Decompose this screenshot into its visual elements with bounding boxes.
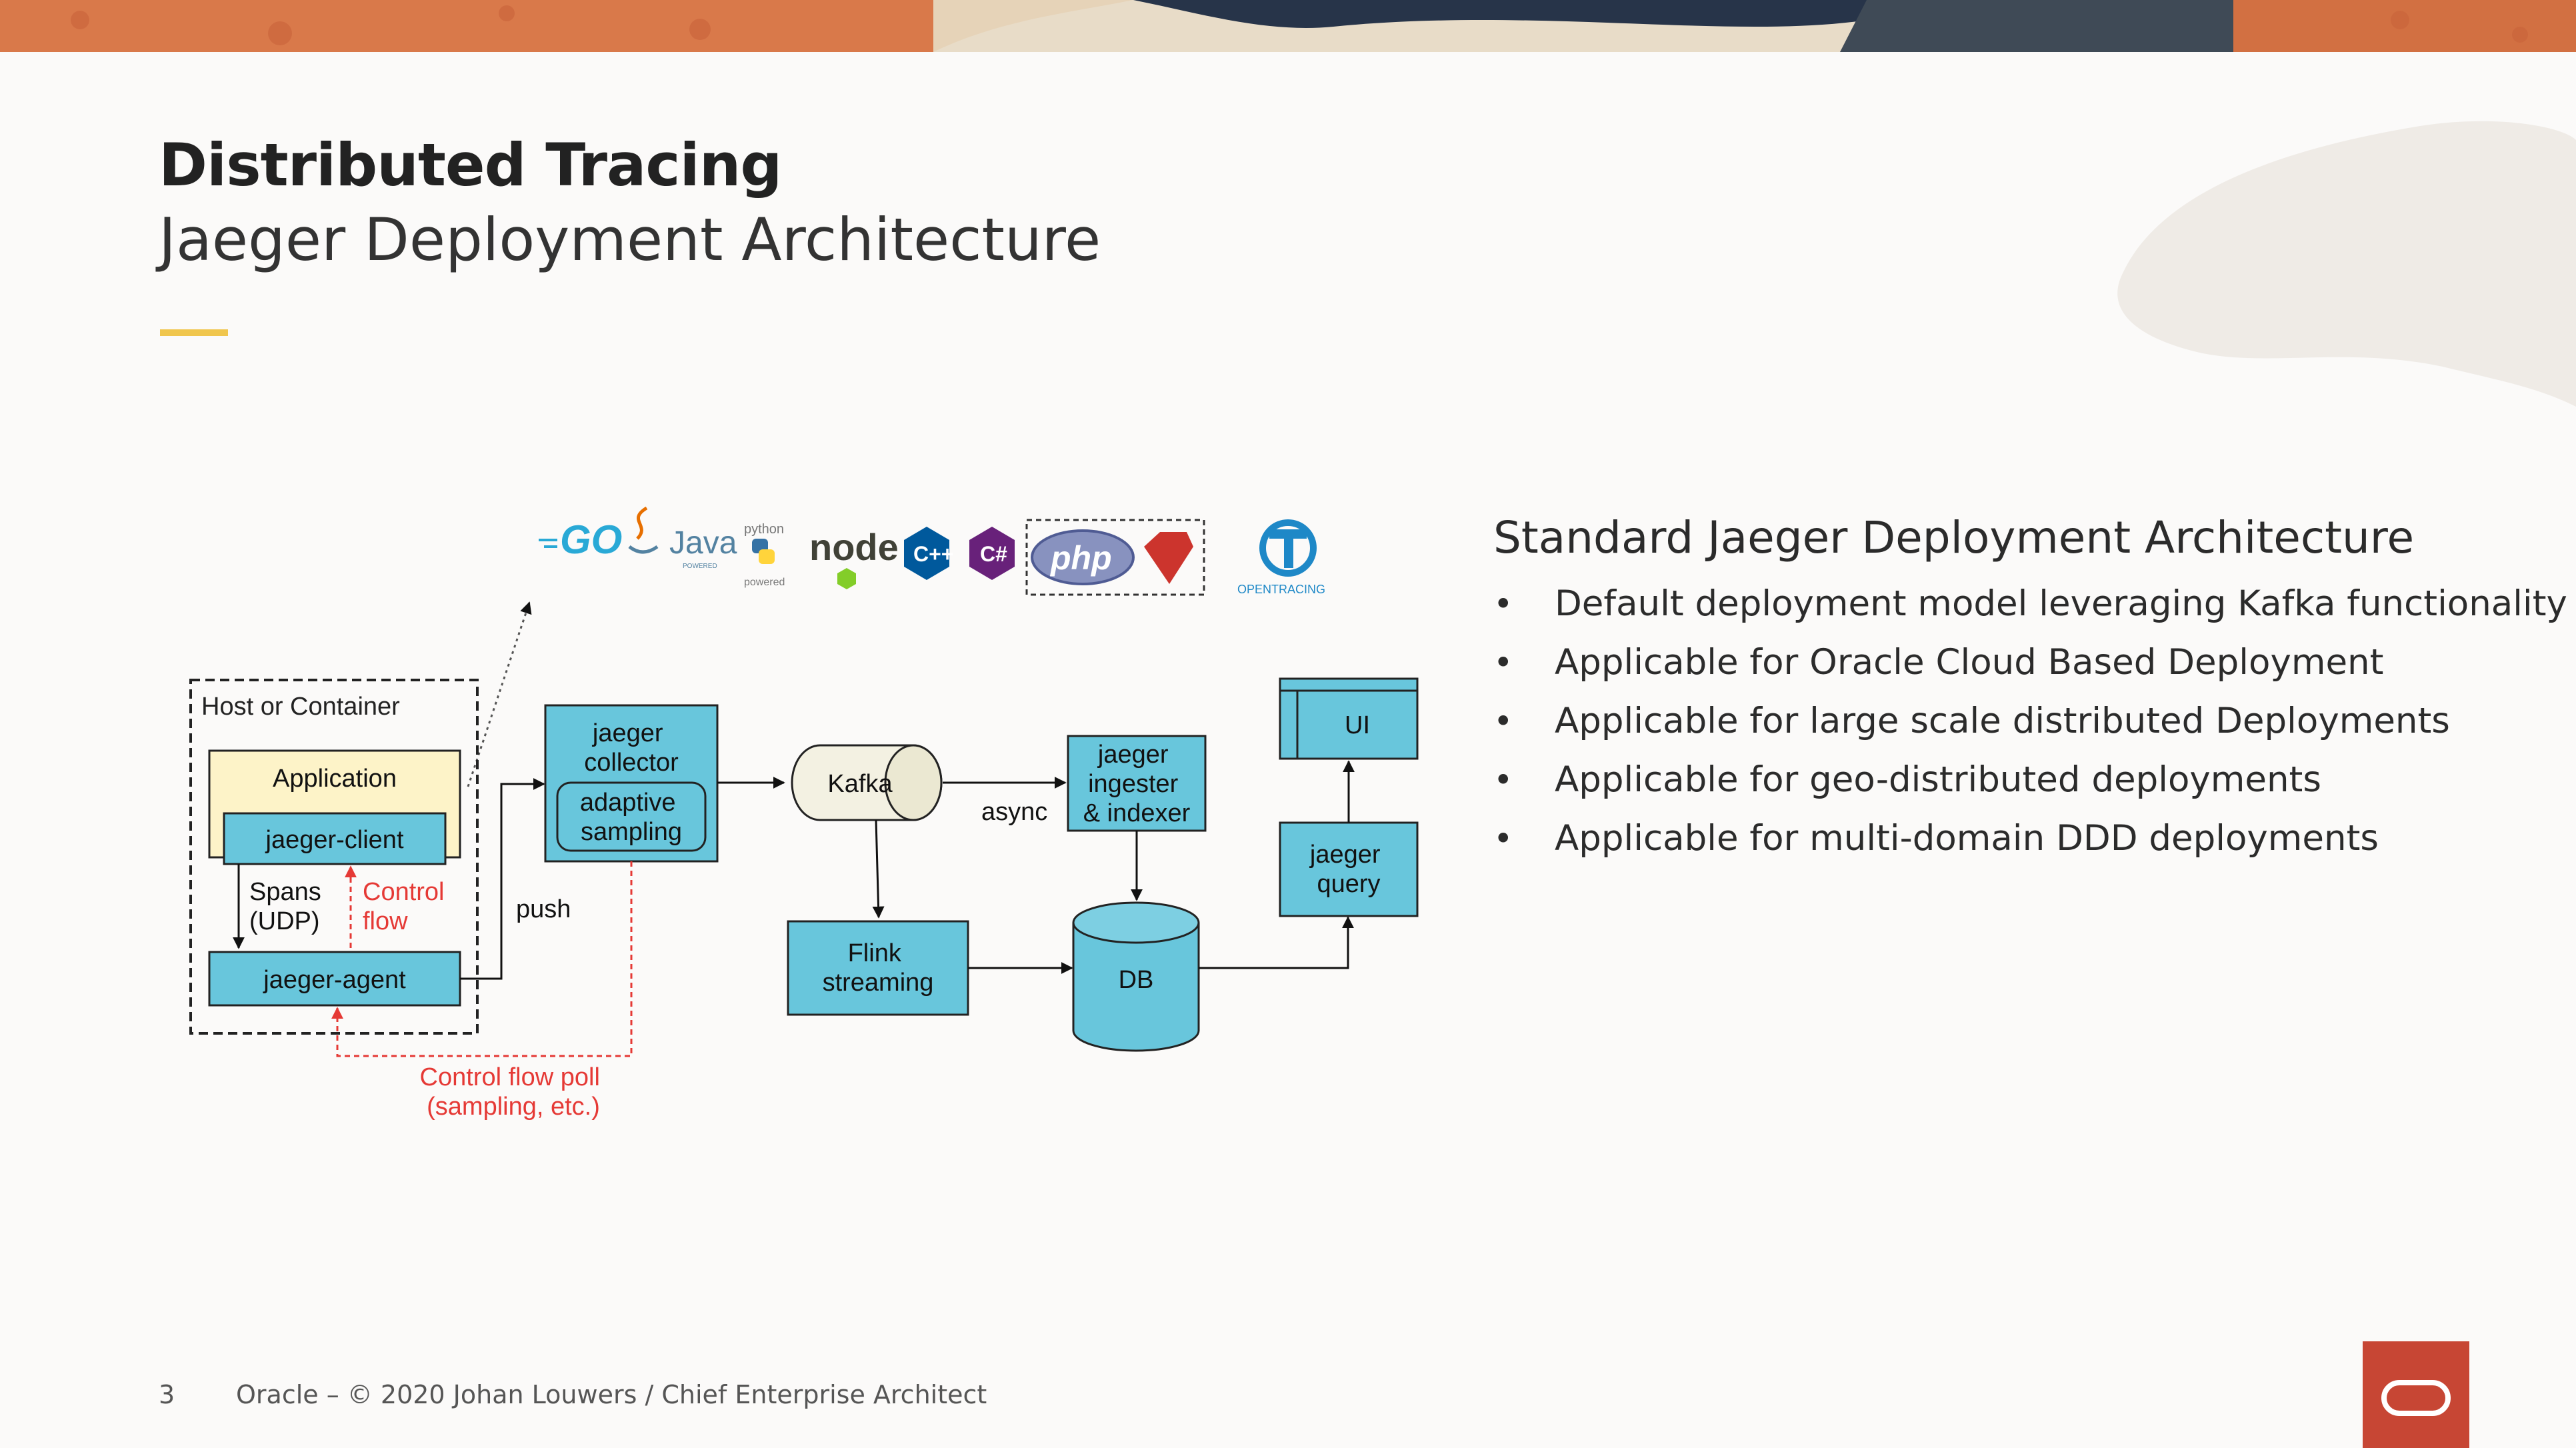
header-banner xyxy=(0,0,2576,52)
jaeger-collector-label: jaeger collector xyxy=(584,719,679,777)
language-logos: GO Java POWERED python powered node C++ … xyxy=(539,507,1325,596)
adaptive-sampling-box xyxy=(556,781,707,852)
highlighted-languages-box xyxy=(1025,519,1205,596)
db-storage xyxy=(1072,901,1200,1052)
panel-bullet-list: Default deployment model leveraging Kafk… xyxy=(1493,575,2567,868)
jaeger-architecture-diagram: GO Java POWERED python powered node C++ … xyxy=(189,507,1419,1121)
svg-text:OPENTRACING: OPENTRACING xyxy=(1237,583,1325,596)
python-logo-icon: python powered xyxy=(744,522,785,588)
list-item: Applicable for Oracle Cloud Based Deploy… xyxy=(1493,633,2567,692)
svg-text:C++: C++ xyxy=(913,542,953,566)
panel-heading: Standard Jaeger Deployment Architecture xyxy=(1493,512,2415,563)
kafka-label: Kafka xyxy=(827,770,893,798)
slide-subtitle: Jaeger Deployment Architecture xyxy=(159,205,1101,274)
list-item: Applicable for geo-distributed deploymen… xyxy=(1493,751,2567,809)
oracle-logo-ring xyxy=(2381,1380,2451,1416)
kafka-queue xyxy=(791,744,943,821)
jaeger-agent-box xyxy=(208,951,461,1007)
control-flow-poll-arrow xyxy=(331,861,633,1057)
list-item: Default deployment model leveraging Kafk… xyxy=(1493,575,2567,633)
csharp-logo-icon: C# xyxy=(969,527,1015,580)
jaeger-client-label: jaeger-client xyxy=(265,826,404,854)
opentracing-logo-icon: OPENTRACING xyxy=(1237,519,1325,596)
svg-text:powered: powered xyxy=(744,577,785,588)
oracle-logo-icon xyxy=(2363,1341,2469,1448)
application-label: Application xyxy=(273,765,397,793)
title-accent-bar xyxy=(160,329,228,336)
jaeger-agent-label: jaeger-agent xyxy=(263,966,406,994)
control-flow-poll-label: Control flow poll (sampling, etc.) xyxy=(420,1063,607,1121)
host-container xyxy=(189,679,479,1035)
host-container-label: Host or Container xyxy=(201,693,400,721)
spans-label: Spans (UDP) xyxy=(249,878,328,935)
flink-streaming-label: Flink streaming xyxy=(823,939,934,997)
background-swirl xyxy=(2117,121,2576,407)
footer-text: Oracle – © 2020 Johan Louwers / Chief En… xyxy=(236,1380,987,1409)
ruby-logo-icon xyxy=(1144,532,1193,584)
kafka-to-flink-arrow xyxy=(872,819,885,919)
adaptive-sampling-label: adaptive sampling xyxy=(580,789,683,846)
push-label: push xyxy=(516,895,571,923)
jaeger-query-box xyxy=(1279,821,1419,917)
go-logo-icon: GO xyxy=(560,517,622,562)
async-label: async xyxy=(981,798,1047,826)
db-label: DB xyxy=(1119,966,1154,994)
cpp-logo-icon: C++ xyxy=(904,527,953,580)
svg-text:php: php xyxy=(1049,539,1112,577)
ui-box xyxy=(1279,677,1419,760)
page-number: 3 xyxy=(159,1380,175,1409)
svg-text:Java: Java xyxy=(669,525,737,561)
flink-streaming-box xyxy=(787,920,969,1016)
push-arrow xyxy=(460,778,545,980)
svg-text:node: node xyxy=(809,526,899,568)
list-item: Applicable for multi-domain DDD deployme… xyxy=(1493,809,2567,868)
db-to-query-arrow xyxy=(1199,916,1354,969)
control-flow-label: Control flow xyxy=(363,878,451,935)
jaeger-ingester-label: jaeger ingester & indexer xyxy=(1083,741,1191,827)
slide-title: Distributed Tracing xyxy=(159,131,782,199)
go-speed-lines xyxy=(539,539,557,548)
jaeger-query-label: jaeger query xyxy=(1309,841,1387,898)
svg-text:C#: C# xyxy=(980,542,1007,566)
ui-label: UI xyxy=(1345,711,1370,739)
svg-text:python: python xyxy=(744,522,784,537)
php-logo-icon: php xyxy=(1031,529,1135,585)
jaeger-ingester-box xyxy=(1067,735,1207,832)
jaeger-client-box xyxy=(223,812,447,865)
languages-dotted-link xyxy=(467,601,532,787)
java-logo-icon: Java POWERED xyxy=(628,507,737,570)
list-item: Applicable for large scale distributed D… xyxy=(1493,692,2567,751)
nodejs-logo-icon: node xyxy=(809,526,899,589)
svg-text:POWERED: POWERED xyxy=(683,563,717,570)
